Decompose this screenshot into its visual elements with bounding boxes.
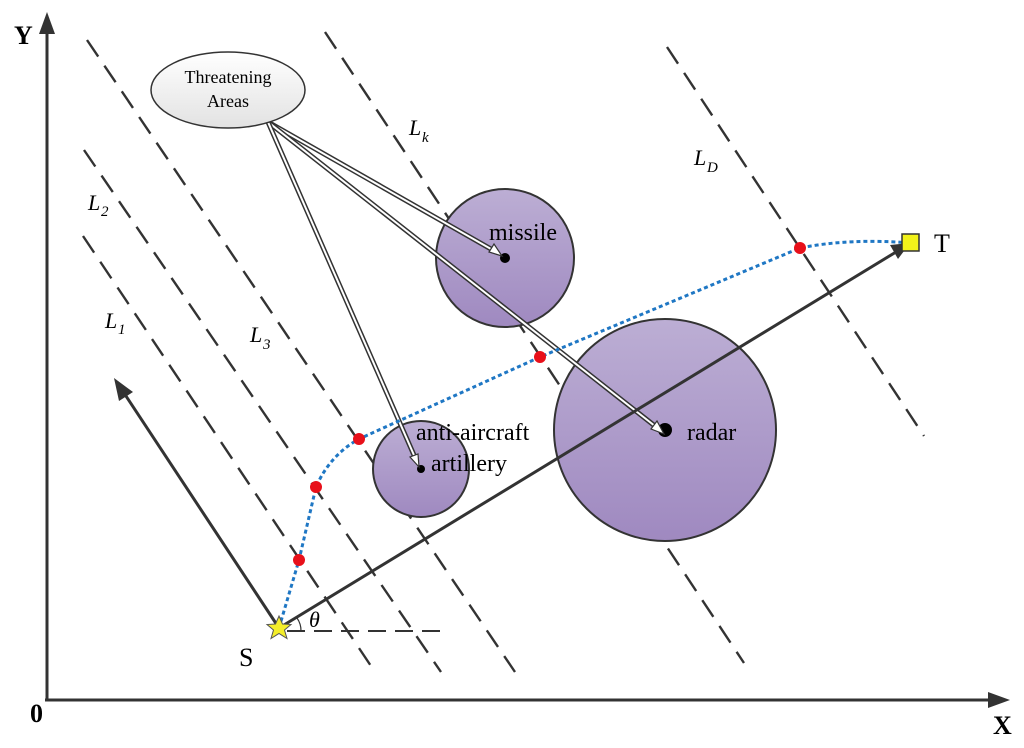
line-label-LD: L D: [693, 145, 718, 176]
start-star-icon: [265, 614, 293, 640]
line-label-Lk-base: L: [408, 115, 421, 140]
axes: [39, 12, 1010, 708]
line-label-LD-sub: D: [706, 160, 718, 176]
callout-text-line2: Areas: [207, 91, 249, 111]
callout-arrowhead-artillery: [408, 453, 420, 469]
target-label: T: [934, 229, 950, 258]
line-label-L1: L 1: [104, 308, 126, 338]
waypoint-3: [353, 433, 365, 445]
perpendicular-vector: [122, 392, 281, 629]
dashed-line-3: [86, 39, 516, 673]
artillery-label-line2: artillery: [431, 451, 507, 477]
waypoint-1: [293, 554, 305, 566]
dashed-line-d: [665, 46, 926, 437]
callout-arrow-missile-inner: [267, 121, 499, 254]
y-axis-label: Y: [14, 21, 33, 50]
line-label-L2-base: L: [87, 190, 100, 215]
radar-label: radar: [687, 420, 736, 446]
callout-ellipse: [150, 51, 306, 129]
line-label-L3-sub: 3: [262, 337, 271, 353]
line-label-L3-base: L: [249, 322, 262, 347]
artillery-label-line1: anti-aircraft: [416, 420, 530, 446]
line-label-LD-base: L: [693, 145, 706, 170]
line-label-Lk-sub: k: [422, 130, 429, 146]
callout-arrow-radar-inner: [267, 121, 661, 431]
dashed-lines: [82, 31, 926, 673]
line-label-Lk: L k: [408, 115, 429, 146]
origin-label: 0: [30, 699, 43, 728]
threat-zones: [372, 188, 777, 542]
y-axis-arrowhead: [39, 12, 55, 34]
line-label-L1-base: L: [104, 308, 117, 333]
x-axis-label: X: [993, 711, 1012, 740]
waypoint-d: [794, 242, 806, 254]
target-square-icon: [901, 233, 920, 252]
line-label-L2-sub: 2: [101, 204, 109, 220]
dashed-line-k: [324, 31, 745, 664]
perpendicular-vector-head: [114, 378, 133, 401]
x-axis-arrowhead: [988, 692, 1010, 708]
callout-arrows: [265, 119, 666, 469]
callout-arrowhead-missile: [488, 242, 504, 258]
waypoint-2: [310, 481, 322, 493]
callout-arrowhead-radar: [650, 419, 666, 436]
angle-arc: [296, 617, 302, 632]
start-target-vector: [278, 250, 897, 630]
theta-label: θ: [309, 607, 320, 632]
planned-path: [277, 239, 911, 629]
line-label-L3: L 3: [249, 322, 271, 353]
missile-label: missile: [489, 220, 557, 246]
waypoint-k: [534, 351, 546, 363]
missile-center: [500, 253, 510, 263]
callout-text-line1: Threatening: [185, 67, 272, 87]
dashed-line-1: [82, 235, 376, 673]
dashed-line-2: [83, 149, 442, 673]
callout-arrow-artillery-inner: [267, 121, 418, 463]
line-label-L2: L 2: [87, 190, 109, 220]
threatening-areas-callout: Threatening Areas: [150, 51, 306, 129]
line-label-L1-sub: 1: [118, 322, 126, 338]
path-line: [277, 239, 911, 629]
start-label: S: [239, 643, 253, 672]
